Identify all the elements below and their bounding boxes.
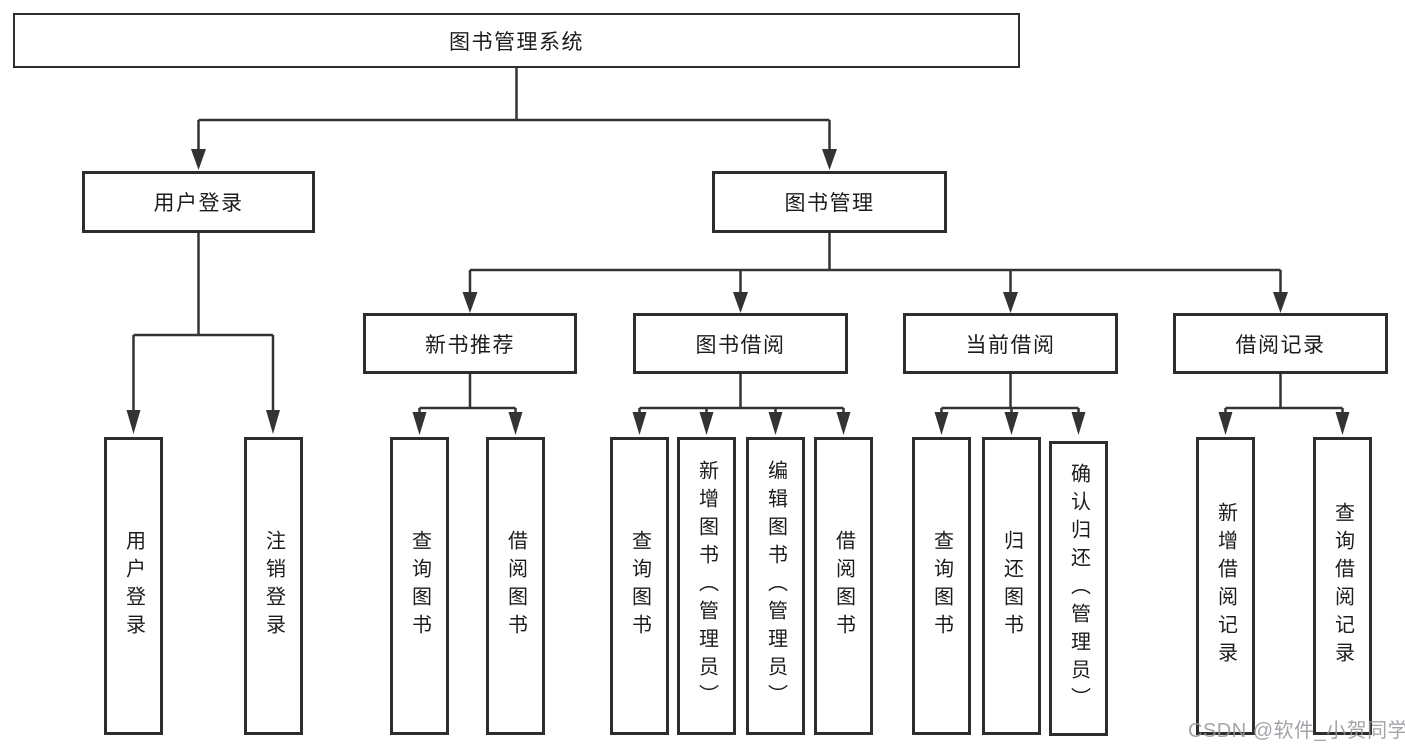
node-new-book-recommendation-label: 新书推荐 [425,333,515,357]
leaf-cb-return-books-label: 归还图书 [1000,530,1023,642]
leaf-nbr-query-books: 查询图书 [390,437,449,735]
leaf-logout-label: 注销登录 [262,530,285,642]
leaf-cb-confirm-return-admin: 确认归还（管理员） [1049,441,1108,736]
leaf-user-login: 用户登录 [104,437,163,735]
leaf-logout: 注销登录 [244,437,303,735]
node-current-borrowing: 当前借阅 [903,313,1118,374]
leaf-cb-return-books: 归还图书 [982,437,1041,735]
node-borrowing-records-label: 借阅记录 [1235,333,1326,357]
leaf-bb-query-books: 查询图书 [610,437,669,735]
leaf-br-query-borrow-record-label: 查询借阅记录 [1331,502,1354,670]
leaf-br-query-borrow-record: 查询借阅记录 [1313,437,1372,735]
node-new-book-recommendation: 新书推荐 [363,313,577,374]
leaf-bb-borrow-books-label: 借阅图书 [832,530,855,642]
leaf-br-add-borrow-record: 新增借阅记录 [1196,437,1255,735]
leaf-nbr-query-books-label: 查询图书 [408,530,431,642]
leaf-cb-confirm-return-admin-label: 确认归还（管理员） [1067,462,1090,715]
leaf-bb-add-books-admin: 新增图书（管理员） [677,437,736,735]
node-book-borrowing: 图书借阅 [633,313,848,374]
node-borrowing-records: 借阅记录 [1173,313,1388,374]
leaf-bb-borrow-books: 借阅图书 [814,437,873,735]
node-book-management: 图书管理 [712,171,947,233]
node-book-management-label: 图书管理 [784,192,875,215]
node-user-login: 用户登录 [82,171,315,233]
node-current-borrowing-label: 当前借阅 [965,333,1056,357]
leaf-user-login-label: 用户登录 [122,530,145,642]
leaf-cb-query-books: 查询图书 [912,437,971,735]
leaf-br-add-borrow-record-label: 新增借阅记录 [1214,502,1237,670]
node-book-borrowing-label: 图书借阅 [695,333,786,357]
leaf-bb-add-books-admin-label: 新增图书（管理员） [695,460,718,712]
node-user-login-label: 用户登录 [153,192,244,215]
leaf-bb-edit-books-admin-label: 编辑图书（管理员） [764,460,787,712]
leaf-bb-edit-books-admin: 编辑图书（管理员） [746,437,805,735]
leaf-cb-query-books-label: 查询图书 [930,530,953,642]
watermark: CSDN @软件_小贺同学 [1188,720,1405,742]
node-root: 图书管理系统 [13,13,1020,68]
leaf-nbr-borrow-books-label: 借阅图书 [504,530,527,642]
leaf-bb-query-books-label: 查询图书 [628,530,651,642]
leaf-nbr-borrow-books: 借阅图书 [486,437,545,735]
node-root-label: 图书管理系统 [449,30,584,54]
